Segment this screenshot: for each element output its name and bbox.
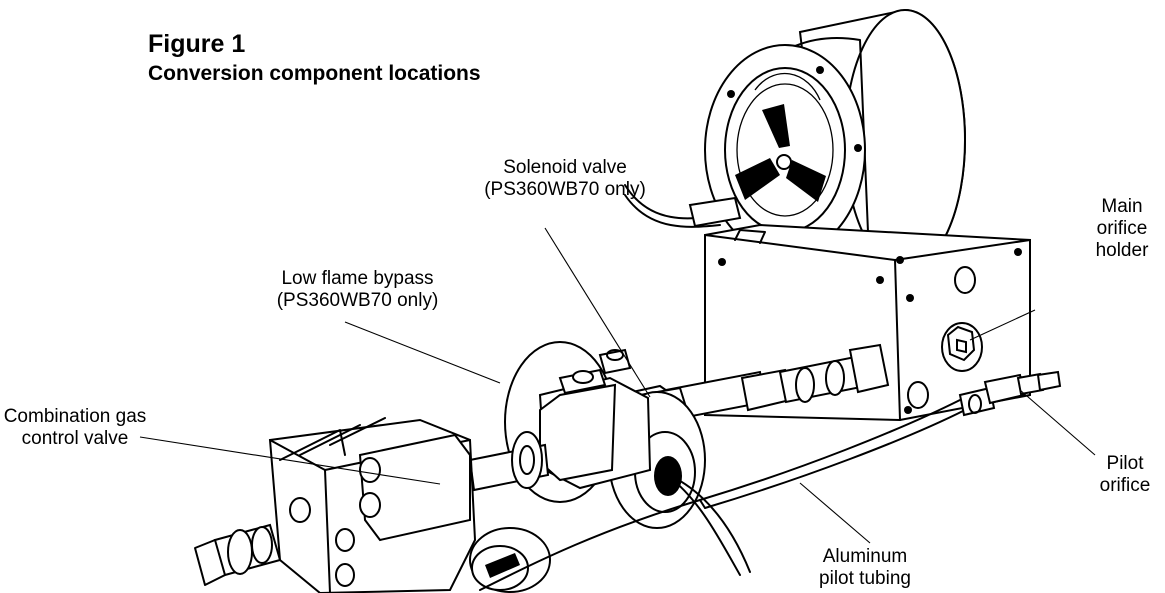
blower-face: [704, 44, 866, 256]
figure-title: Figure 1: [148, 30, 246, 58]
blower-cable: [624, 184, 742, 228]
label-pilot-orifice: Pilot orifice: [1099, 453, 1151, 496]
main-orifice-holder-fitting: [941, 322, 983, 372]
label-main-orifice-holder: Main orifice holder: [1095, 196, 1149, 261]
label-aluminum-pilot-tubing: Aluminum pilot tubing: [819, 546, 911, 589]
air-shutter: [735, 104, 826, 202]
label-solenoid-valve: Solenoid valve (PS360WB70 only): [484, 157, 646, 200]
inlet-fitting: [194, 523, 282, 586]
combination-gas-control-valve-body: [268, 417, 477, 593]
figure-subtitle: Conversion component locations: [148, 62, 481, 85]
leader-lines: [139, 227, 1096, 544]
pilot-tubing: [479, 399, 966, 591]
pilot-orifice-fitting: [958, 370, 1062, 417]
label-combination-gas-control-valve: Combination gas control valve: [3, 406, 147, 449]
control-knob: [469, 527, 551, 593]
label-low-flame-bypass: Low flame bypass (PS360WB70 only): [276, 268, 439, 311]
